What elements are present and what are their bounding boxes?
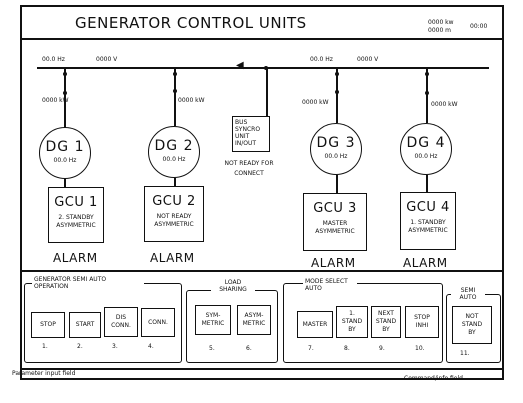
button-number-5: 5. bbox=[209, 345, 215, 352]
gcu3-status: MASTER ASYMMETRIC bbox=[315, 220, 355, 235]
command-info-field[interactable]: Command/info field bbox=[404, 375, 463, 382]
mode-select-group-label: MODE SELECT AUTO bbox=[303, 278, 357, 292]
button-number-1: 1. bbox=[42, 343, 48, 350]
button-number-4: 4. bbox=[148, 343, 154, 350]
alarm-1: ALARM bbox=[53, 251, 98, 265]
button-number-10: 10. bbox=[415, 345, 425, 352]
gcu1-status: 2. STANDBY ASYMMETRIC bbox=[56, 214, 96, 229]
dg1-label: DG 1 bbox=[45, 139, 85, 155]
feeder-3 bbox=[336, 68, 338, 123]
bus-tie-arrow-icon: ◀ bbox=[236, 60, 244, 71]
feeder-4 bbox=[426, 68, 428, 123]
page-title: GENERATOR CONTROL UNITS bbox=[75, 14, 307, 32]
header-divider bbox=[20, 38, 504, 40]
semi-auto-mode-group-label: SEMI AUTO bbox=[451, 287, 485, 301]
dg3-frequency: 00.0 Hz bbox=[324, 153, 348, 160]
button-number-2: 2. bbox=[77, 343, 83, 350]
button-number-9: 9. bbox=[379, 345, 385, 352]
symmetric-button[interactable]: SYM- METRIC bbox=[195, 305, 231, 335]
bus-sync-label: BUS SYNCRO UNIT IN/OUT bbox=[235, 119, 261, 147]
feeder-1 bbox=[64, 68, 66, 127]
dg2-power: 0000 kW bbox=[178, 97, 205, 104]
sync-status: NOT READY FOR CONNECT bbox=[224, 160, 274, 177]
bus-right-frequency: 00.0 Hz bbox=[310, 56, 333, 63]
gcu2-label: GCU 2 bbox=[152, 194, 196, 209]
dg1-frequency: 00.0 Hz bbox=[53, 157, 77, 164]
breaker-3-dot bbox=[335, 90, 339, 94]
feeder-2 bbox=[174, 68, 176, 126]
connect-button[interactable]: CONN. bbox=[141, 308, 175, 337]
breaker-1-dot bbox=[63, 72, 67, 76]
button-number-8: 8. bbox=[344, 345, 350, 352]
bus-right-voltage: 0000 V bbox=[357, 56, 379, 63]
next-standby-button[interactable]: NEXT STAND BY bbox=[371, 306, 401, 338]
asymmetric-button[interactable]: ASYM- METRIC bbox=[237, 305, 271, 335]
breaker-1-dot bbox=[63, 91, 67, 95]
disconnect-button[interactable]: DIS CONN. bbox=[104, 307, 138, 337]
parameter-input-field[interactable]: Parameter input field bbox=[12, 370, 76, 377]
dg4-power: 0000 kW bbox=[431, 101, 458, 108]
gcu4-label: GCU 4 bbox=[406, 200, 450, 215]
dg2-link bbox=[174, 178, 176, 186]
screen-frame bbox=[20, 5, 504, 380]
button-number-3: 3. bbox=[112, 343, 118, 350]
dg3-label: DG 3 bbox=[316, 135, 356, 151]
dg4-link bbox=[426, 175, 428, 192]
dg4-frequency: 00.0 Hz bbox=[414, 153, 438, 160]
master-button[interactable]: MASTER bbox=[297, 311, 333, 338]
breaker-3-dot bbox=[335, 72, 339, 76]
load-sharing-group-label: LOAD SHARING bbox=[211, 279, 255, 293]
dg4-generator[interactable]: DG 4 00.0 Hz bbox=[400, 123, 452, 175]
button-number-7: 7. bbox=[308, 345, 314, 352]
dg2-label: DG 2 bbox=[154, 138, 194, 154]
stop-inhibit-button[interactable]: STOP INHI bbox=[405, 306, 439, 338]
bus-left-frequency: 00.0 Hz bbox=[42, 56, 65, 63]
main-busbar bbox=[37, 67, 489, 69]
button-number-6: 6. bbox=[246, 345, 252, 352]
first-standby-button[interactable]: 1. STAND BY bbox=[336, 306, 368, 338]
dg1-link bbox=[64, 179, 66, 187]
header-readout-2: 0000 m bbox=[428, 27, 452, 34]
control-area-divider bbox=[20, 270, 504, 272]
not-standby-button[interactable]: NOT STAND BY bbox=[452, 306, 492, 344]
dg2-frequency: 00.0 Hz bbox=[162, 156, 186, 163]
breaker-4-dot bbox=[425, 91, 429, 95]
gcu2-status: NOT READY ASYMMETRIC bbox=[154, 213, 194, 228]
dg2-generator[interactable]: DG 2 00.0 Hz bbox=[148, 126, 200, 178]
breaker-2-dot bbox=[173, 89, 177, 93]
mode-select-group bbox=[283, 283, 443, 363]
alarm-4: ALARM bbox=[403, 256, 448, 270]
dg1-generator[interactable]: DG 1 00.0 Hz bbox=[39, 127, 91, 179]
stop-button[interactable]: STOP bbox=[31, 312, 65, 338]
gcu3-label: GCU 3 bbox=[313, 201, 357, 216]
dg3-power: 0000 kW bbox=[302, 99, 329, 106]
breaker-2-dot bbox=[173, 72, 177, 76]
gcu4-status: 1. STANDBY ASYMMETRIC bbox=[408, 219, 448, 234]
gcu1-box[interactable]: GCU 1 2. STANDBY ASYMMETRIC bbox=[48, 187, 104, 243]
gcu4-box[interactable]: GCU 4 1. STANDBY ASYMMETRIC bbox=[400, 192, 456, 250]
dg3-generator[interactable]: DG 3 00.0 Hz bbox=[310, 123, 362, 175]
start-button[interactable]: START bbox=[69, 312, 101, 338]
dg3-link bbox=[336, 175, 338, 193]
header-time: 00:00 bbox=[470, 23, 488, 30]
gcu2-box[interactable]: GCU 2 NOT READY ASYMMETRIC bbox=[144, 186, 204, 242]
dg1-power: 0000 kW bbox=[42, 97, 69, 104]
alarm-3: ALARM bbox=[311, 256, 356, 270]
bus-sync-unit[interactable]: BUS SYNCRO UNIT IN/OUT bbox=[232, 116, 270, 152]
bus-left-voltage: 0000 V bbox=[96, 56, 118, 63]
header-readout-1: 0000 kw bbox=[428, 19, 454, 26]
gcu3-box[interactable]: GCU 3 MASTER ASYMMETRIC bbox=[303, 193, 367, 251]
button-number-11: 11. bbox=[460, 350, 470, 357]
sync-feeder bbox=[266, 68, 268, 116]
gcu1-label: GCU 1 bbox=[54, 195, 98, 210]
footer-divider bbox=[20, 368, 504, 370]
semi-auto-group-label: GENERATOR SEMI AUTO OPERATION bbox=[32, 276, 144, 290]
dg4-label: DG 4 bbox=[406, 135, 446, 151]
breaker-4-dot bbox=[425, 72, 429, 76]
alarm-2: ALARM bbox=[150, 251, 195, 265]
